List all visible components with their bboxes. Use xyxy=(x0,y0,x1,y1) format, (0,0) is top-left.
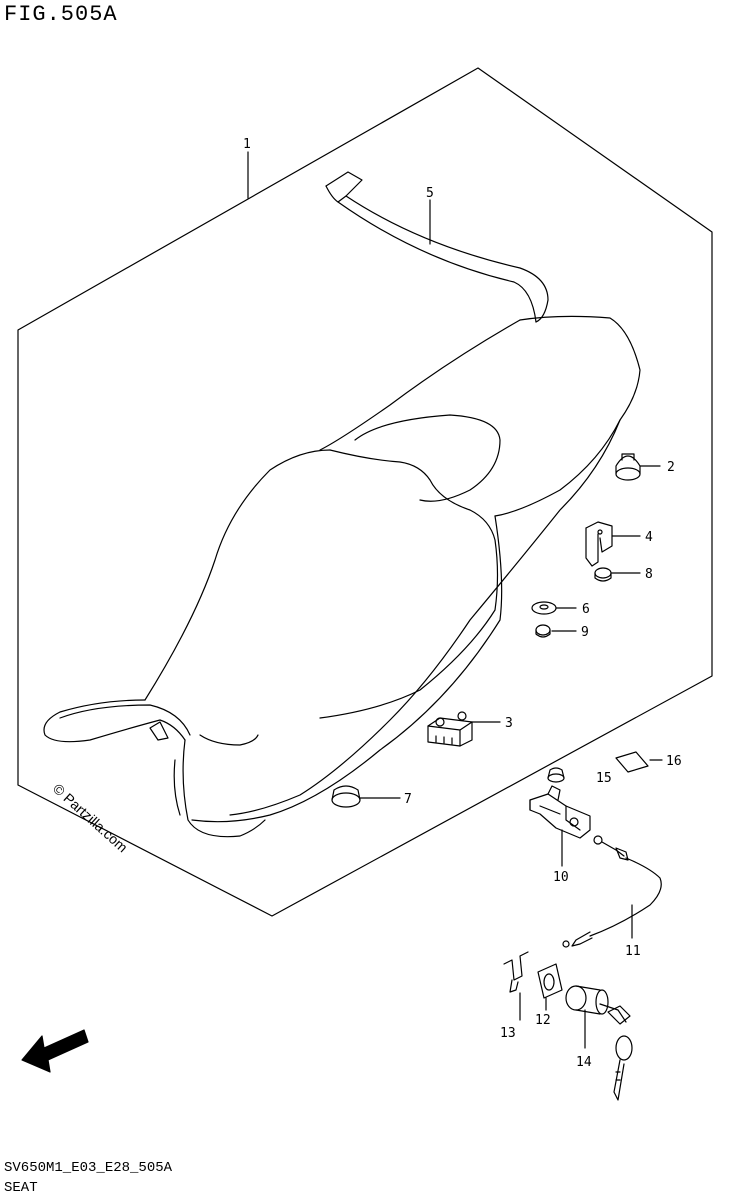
washer[interactable] xyxy=(531,601,557,615)
callout-5[interactable]: 5 xyxy=(426,186,434,201)
cushion[interactable] xyxy=(331,785,361,808)
figure-title: FIG.505A xyxy=(4,2,118,27)
callout-13[interactable]: 13 xyxy=(500,1026,516,1041)
callout-2[interactable]: 2 xyxy=(667,460,675,475)
callout-1[interactable]: 1 xyxy=(243,137,251,152)
callout-7[interactable]: 7 xyxy=(404,792,412,807)
diagram-caption: SEAT xyxy=(4,1180,38,1196)
spring-clip[interactable] xyxy=(503,951,529,993)
grommet[interactable] xyxy=(547,767,565,783)
callout-14[interactable]: 14 xyxy=(576,1055,592,1070)
label-sticker[interactable] xyxy=(615,751,649,773)
seat-lock[interactable] xyxy=(529,785,591,839)
callout-15[interactable]: 15 xyxy=(596,771,612,786)
callout-10[interactable]: 10 xyxy=(553,870,569,885)
callout-8[interactable]: 8 xyxy=(645,567,653,582)
callout-16[interactable]: 16 xyxy=(666,754,682,769)
callout-4[interactable]: 4 xyxy=(645,530,653,545)
connector-bracket[interactable] xyxy=(427,711,473,747)
seat-lock-cable[interactable] xyxy=(562,835,662,948)
callout-12[interactable]: 12 xyxy=(535,1013,551,1028)
lock-plate[interactable] xyxy=(537,963,563,999)
forward-arrow-icon xyxy=(21,1029,89,1073)
callout-11[interactable]: 11 xyxy=(625,944,641,959)
seat-bracket[interactable] xyxy=(585,521,613,567)
seat-stopper[interactable] xyxy=(615,453,641,481)
seat-strap[interactable] xyxy=(325,171,549,323)
callout-3[interactable]: 3 xyxy=(505,716,513,731)
seat[interactable] xyxy=(43,315,641,838)
key[interactable] xyxy=(607,1005,633,1101)
nut-8[interactable] xyxy=(594,567,612,582)
callout-9[interactable]: 9 xyxy=(581,625,589,640)
diagram-code: SV650M1_E03_E28_505A xyxy=(4,1160,173,1176)
lock-cylinder[interactable] xyxy=(565,985,627,1023)
nut-9[interactable] xyxy=(535,624,551,638)
assembly-boundary xyxy=(17,67,713,917)
watermark: © Partzilla.com xyxy=(50,780,131,855)
callout-6[interactable]: 6 xyxy=(582,602,590,617)
